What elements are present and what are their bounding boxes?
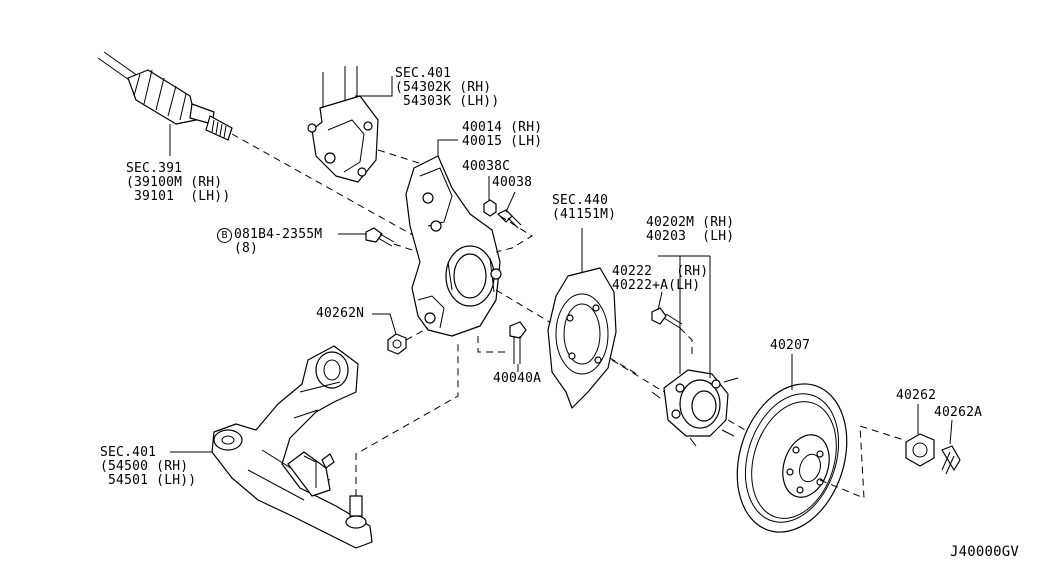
callout-text: 40202M (RH) <box>646 215 735 230</box>
drive-shaft <box>97 51 233 141</box>
callout-text: 40014 (RH) <box>462 120 543 135</box>
bolt-40040a <box>509 321 527 364</box>
callout-text: 40222+A(LH) <box>612 278 701 293</box>
hub-assembly <box>651 369 739 447</box>
callout-knuckle: 40014 (RH) 40015 (LH) <box>462 121 542 149</box>
callout-bolt-081b4: 081B4-2355M (8) <box>234 228 322 256</box>
callout-nut-40262: 40262 <box>896 388 937 403</box>
callout-sec401-strut: SEC.401 (54302K (RH) 54303K (LH)) <box>395 67 499 109</box>
callout-bolt-40038: 40038 <box>492 175 533 190</box>
leader-knuckle <box>437 139 458 156</box>
callout-text: (8) <box>234 241 259 256</box>
nut-40262n <box>387 333 407 355</box>
steering-knuckle <box>405 155 502 337</box>
leader-sec401-strut <box>355 76 393 97</box>
callout-text: (39100M (RH) <box>126 175 223 190</box>
callout-rotor: 40207 <box>770 338 811 353</box>
dash-strut-knuckle <box>377 149 423 165</box>
bolt-081b4 <box>365 227 395 247</box>
lower-control-arm <box>211 345 373 549</box>
callout-text: (54302K (RH) <box>395 80 492 95</box>
callout-text: 39101 (LH)) <box>126 189 231 204</box>
callout-text: 081B4-2355M <box>234 227 323 242</box>
callout-sec401-arm: SEC.401 (54500 (RH) 54501 (LH)) <box>100 446 196 488</box>
callout-text: 40015 (LH) <box>462 134 543 149</box>
dash-axle-line <box>495 289 641 377</box>
callout-text: 54501 (LH)) <box>100 473 197 488</box>
callout-text: SEC.401 <box>100 445 157 460</box>
callout-text: (41151M) <box>552 207 617 222</box>
bolt-marker-b-icon: B <box>217 228 232 243</box>
callout-nut-40262n: 40262N <box>316 306 365 321</box>
callout-nut-40038c: 40038C <box>462 159 511 174</box>
splash-shield <box>547 267 617 409</box>
callout-text: (54500 (RH) <box>100 459 189 474</box>
callout-hub-bolt: 40222 (RH) 40222+A(LH) <box>612 265 708 293</box>
callout-pin-40262a: 40262A <box>934 405 983 420</box>
callout-text: 40222 (RH) <box>612 264 709 279</box>
callout-hub-assembly: 40202M (RH) 40203 (LH) <box>646 216 734 244</box>
callout-sec440: SEC.440 (41151M) <box>552 194 616 222</box>
callout-text: SEC.391 <box>126 161 183 176</box>
brake-rotor <box>736 383 848 533</box>
callout-sec391: SEC.391 (39100M (RH) 39101 (LH)) <box>126 162 230 204</box>
callout-bolt-40040a: 40040A <box>493 371 542 386</box>
nut-40038c <box>483 199 497 217</box>
bolt-40038 <box>497 209 522 229</box>
callout-text: 54303K (LH)) <box>395 94 500 109</box>
hub-nut-40262 <box>905 433 935 467</box>
diagram-id: J40000GV <box>950 544 1020 560</box>
callout-text: SEC.401 <box>395 66 452 81</box>
dash-arm-knuckle <box>355 342 459 496</box>
hub-bolt-40222 <box>651 307 683 329</box>
cotter-pin-40262a <box>941 445 961 475</box>
callout-text: 40203 (LH) <box>646 229 735 244</box>
callout-text: SEC.440 <box>552 193 609 208</box>
strut-bracket <box>307 66 379 183</box>
